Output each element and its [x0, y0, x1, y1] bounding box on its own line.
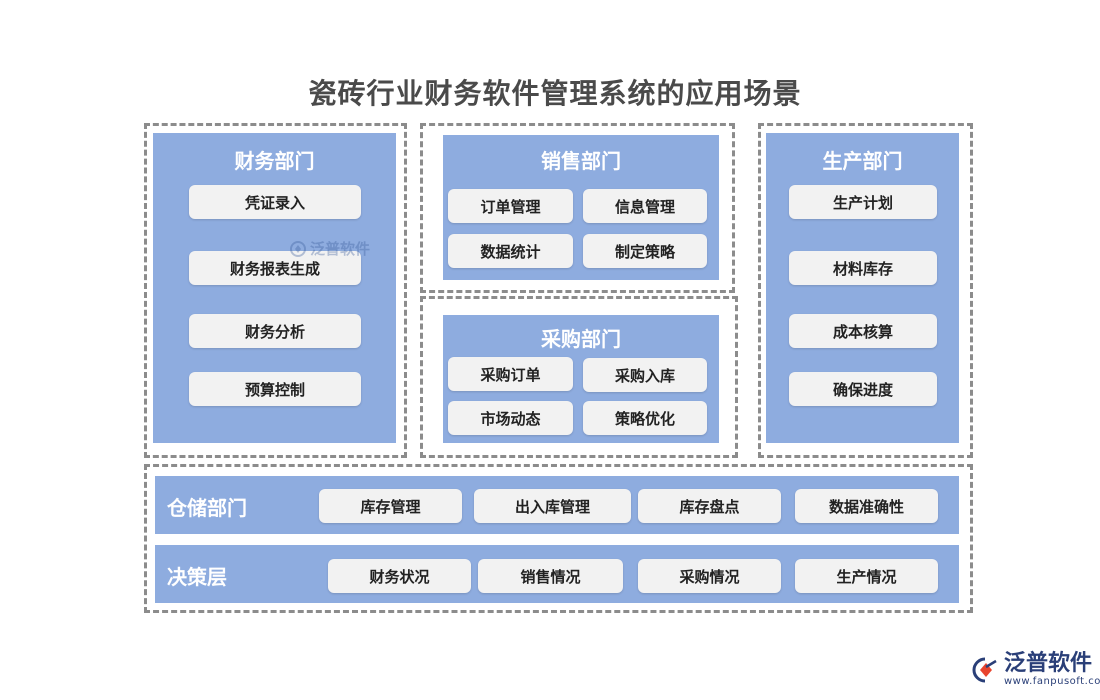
brand-logo: 泛普软件 www.fanpusoft.com: [972, 652, 1100, 687]
page-title: 瓷砖行业财务软件管理系统的应用场景: [308, 77, 802, 110]
sales-item: 信息管理: [583, 189, 707, 223]
bottom-dashed-frame: [144, 464, 973, 613]
production-item: 生产计划: [789, 185, 937, 219]
finance-item: 财务分析: [189, 314, 361, 348]
decision-item: 采购情况: [638, 559, 781, 593]
watermark-text: 泛普软件: [310, 240, 371, 258]
watermark-logo-icon: [290, 240, 306, 257]
sales-item: 数据统计: [448, 234, 573, 268]
production-item: 材料库存: [789, 251, 937, 285]
decision-item: 财务状况: [328, 559, 471, 593]
purchase-item: 采购订单: [448, 357, 573, 391]
purchase-dashed-frame: [420, 296, 738, 458]
purchase-item: 采购入库: [583, 358, 707, 392]
purchase-item: 市场动态: [448, 401, 573, 435]
brand-url: www.fanpusoft.com: [1004, 676, 1100, 687]
purchase-title: 采购部门: [541, 327, 621, 351]
warehouse-item: 库存管理: [319, 489, 462, 523]
warehouse-item: 数据准确性: [795, 489, 938, 523]
finance-item: 凭证录入: [189, 185, 361, 219]
watermark: 泛普软件: [290, 238, 370, 259]
warehouse-title: 仓储部门: [167, 496, 247, 520]
finance-item: 财务报表生成: [189, 251, 361, 285]
warehouse-item: 出入库管理: [474, 489, 631, 523]
production-item: 确保进度: [789, 372, 937, 406]
decision-item: 生产情况: [795, 559, 938, 593]
sales-title: 销售部门: [541, 149, 621, 173]
fanpu-logo-icon: [972, 657, 997, 682]
finance-dashed-frame: [144, 123, 407, 458]
sales-item: 订单管理: [448, 189, 573, 223]
sales-item: 制定策略: [583, 234, 707, 268]
decision-item: 销售情况: [478, 559, 623, 593]
purchase-item: 策略优化: [583, 401, 707, 435]
production-item: 成本核算: [789, 314, 937, 348]
production-dashed-frame: [758, 123, 973, 458]
finance-item: 预算控制: [189, 372, 361, 406]
warehouse-item: 库存盘点: [638, 489, 781, 523]
sales-dashed-frame: [420, 123, 735, 293]
decision-title: 决策层: [167, 565, 227, 589]
brand-name: 泛普软件: [1004, 651, 1093, 676]
production-title: 生产部门: [822, 149, 903, 173]
finance-title: 财务部门: [234, 149, 315, 173]
